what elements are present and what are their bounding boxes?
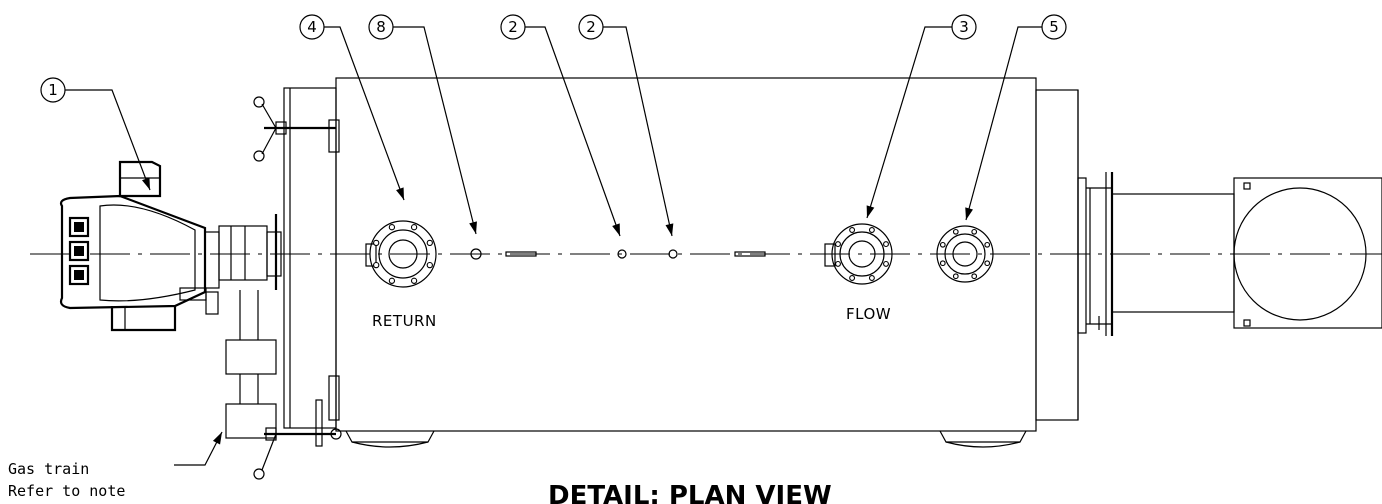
balloon-number: 2 [508, 18, 518, 36]
leader-arrowhead [396, 187, 404, 200]
bolt-hole [835, 260, 841, 267]
leader-lines [65, 26, 1042, 466]
leader-arrowhead [965, 207, 973, 220]
burner [59, 160, 282, 332]
bolt-hole [426, 239, 433, 247]
bolt-hole [939, 260, 946, 267]
balloon-circle [578, 14, 604, 40]
bolt-hole [984, 260, 991, 267]
bolt-hole [373, 261, 380, 269]
bolt-hole [388, 224, 396, 231]
socket-2b [668, 249, 678, 259]
return-flange [365, 220, 437, 288]
bolt-hole [868, 275, 875, 281]
support-feet [345, 430, 1027, 448]
bolt-hole [971, 273, 978, 280]
leader-arrowhead [212, 432, 222, 445]
bolt-hole [939, 241, 946, 248]
bolt-hole [410, 277, 418, 284]
bolt-hole [952, 273, 959, 280]
outlet-flange [936, 225, 994, 283]
bolt-hole [868, 227, 875, 233]
bolt-hole [883, 241, 889, 248]
balloon-number: 3 [959, 18, 969, 36]
bolt-hole [952, 228, 959, 235]
flue-outlet [1077, 172, 1382, 336]
socket-8 [470, 248, 482, 260]
bolt-hole [849, 227, 856, 233]
leader-arrowheads [141, 177, 973, 445]
bolt-hole [388, 277, 396, 284]
balloon-number: 1 [48, 81, 58, 99]
gas-train-note-line1: Gas train [8, 460, 89, 478]
balloon-number: 2 [586, 18, 596, 36]
bolt-hole [426, 261, 433, 269]
balloon-circle [500, 14, 526, 40]
bolt-hole [373, 239, 380, 247]
flow-flange [824, 223, 893, 285]
front-plate [253, 87, 342, 480]
leader-arrowhead [665, 223, 674, 236]
bolt-hole [849, 275, 856, 281]
leader-arrowhead [612, 223, 620, 236]
gas-train [205, 290, 277, 439]
leader-arrowhead [469, 221, 477, 234]
leader-arrowhead [866, 205, 875, 218]
balloon-circle [1041, 14, 1067, 40]
balloon-number: 4 [307, 18, 317, 36]
balloon-number: 5 [1049, 18, 1059, 36]
sight-slot-right [734, 251, 766, 257]
balloon-circle [40, 77, 66, 103]
sight-slot-left [505, 251, 537, 257]
bolt-hole [984, 241, 991, 248]
bolt-hole [835, 241, 841, 248]
balloon-circle [951, 14, 977, 40]
gas-train-note-line2: Refer to note [8, 482, 125, 500]
balloon-circle [299, 14, 325, 40]
socket-2a [617, 249, 627, 259]
drawing-title: DETAIL: PLAN VIEW [548, 481, 832, 504]
balloon-number: 8 [376, 18, 386, 36]
flow-label: FLOW [846, 305, 891, 323]
return-label: RETURN [372, 312, 437, 330]
bolt-hole [883, 260, 889, 267]
leader-arrowhead [141, 177, 150, 190]
bolt-hole [971, 228, 978, 235]
bolt-hole [410, 224, 418, 231]
balloon-circle [368, 14, 394, 40]
